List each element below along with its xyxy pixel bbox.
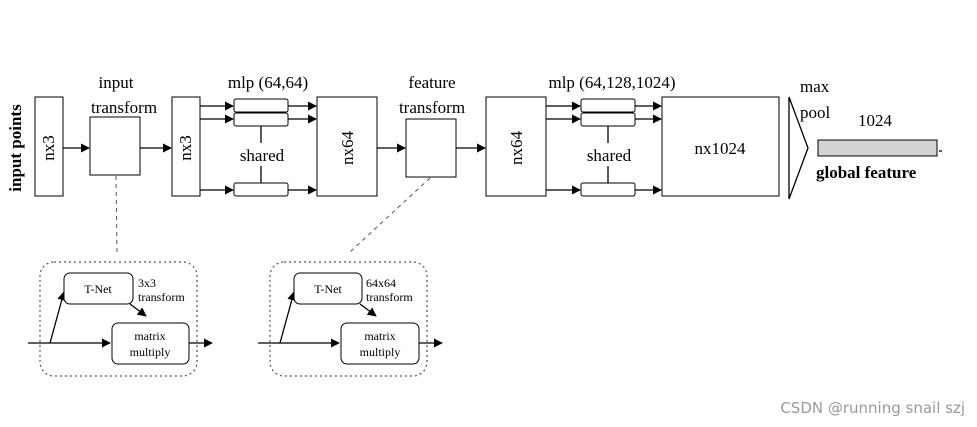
global-feature-bar [817,139,938,157]
features-nx64-box [316,96,378,197]
tnet2-matrix-label-2: multiply [360,345,401,359]
features-nx1024-label: nx1024 [695,139,747,158]
feature-transform-box [405,118,457,178]
mlp2-shared-label: shared [587,146,632,165]
mlp2-unit-3 [580,182,636,197]
max-pool-shape [788,96,809,200]
tnet2-matrix-label-1: matrix [364,329,395,343]
input-nx3-label: nx3 [39,135,58,161]
input-nx3-box [34,96,64,197]
global-feature-label: global feature [816,163,917,182]
tnet2-transform-label-2: transform [366,290,413,304]
transformed-nx3-label: nx3 [176,135,195,161]
tnet1-box [63,272,134,305]
features-nx1024-box [661,96,780,197]
mlp2-label: mlp (64,128,1024) [548,73,675,92]
features-nx64-label: nx64 [338,131,357,166]
tnet1-transform-label-1: 3x3 [138,276,156,290]
mlp1-label: mlp (64,64) [228,73,308,92]
feature-transform-label-2: transform [399,98,465,117]
transformed-nx64-box [485,96,547,197]
tnet1-label: T-Net [84,282,112,296]
tnet1-transform-label-2: transform [138,290,185,304]
tnet2-transform-label-1: 64x64 [366,276,396,290]
input-transform-box [89,116,141,176]
tnet2-box [293,272,363,305]
tnet1-branch-arrow [49,291,67,344]
tnet2-to-matrix-arrow [359,303,377,317]
mlp1-unit-1 [233,98,289,113]
input-transform-label-2: transform [91,98,157,117]
tnet1-matrix-label-1: matrix [134,329,165,343]
transformed-nx64-label: nx64 [507,131,526,166]
tnet2-label: T-Net [314,282,342,296]
input-points-label: input points [6,104,25,192]
transformed-nx3-box [171,96,201,197]
mlp1-shared-label: shared [240,146,285,165]
tnet1-matrix-label-2: multiply [130,345,171,359]
tnet2-branch-arrow [279,291,297,344]
global-feature-size-label: 1024 [858,111,893,130]
mlp2-unit-2 [580,112,636,127]
max-pool-label-1: max [800,77,830,96]
tnet1-to-matrix-arrow [129,303,147,317]
input-transform-label-1: input [99,73,134,92]
dashed-connector-input-transform [115,175,118,253]
feature-transform-label-1: feature [408,73,455,92]
max-pool-label-2: pool [800,103,831,122]
mlp1-unit-3 [233,182,289,197]
mlp2-unit-1 [580,98,636,113]
mlp1-unit-2 [233,112,289,127]
dashed-connector-feature-transform [349,177,431,253]
watermark: CSDN @running snail szj [780,399,965,417]
